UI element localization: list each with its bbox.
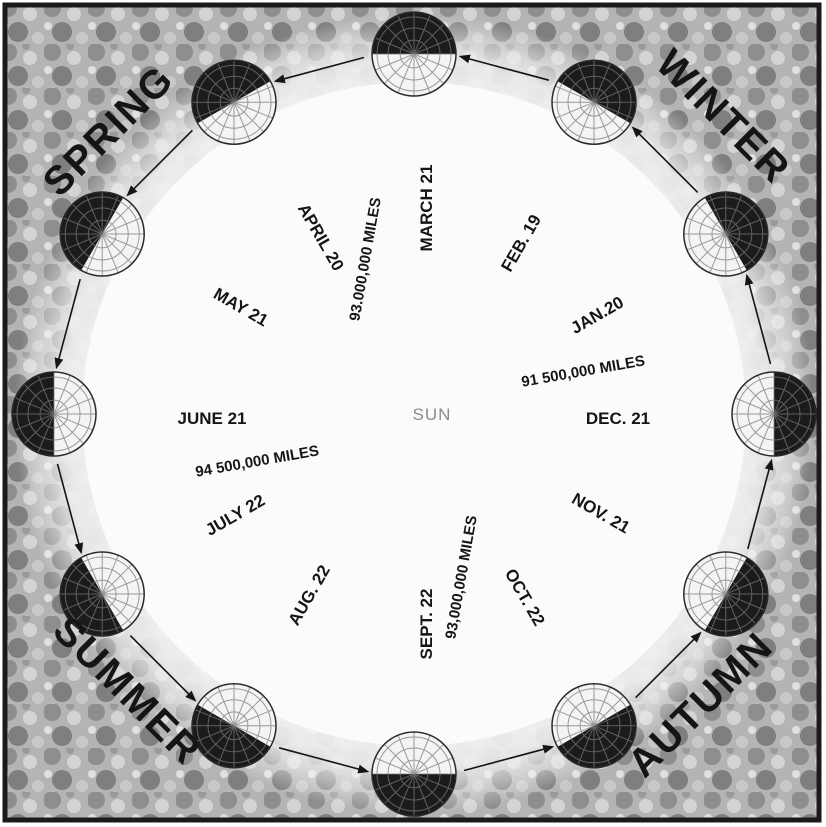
earth-may-21 <box>60 192 144 276</box>
sun-label: SUN <box>413 405 452 424</box>
date-label-sept-22: SEPT. 22 <box>417 589 436 660</box>
earth-april-20 <box>192 60 276 144</box>
earth-jan-20 <box>684 192 768 276</box>
date-label-dec-21: DEC. 21 <box>586 409 650 428</box>
earth-march-21 <box>372 12 456 96</box>
earth-sept-22 <box>372 732 456 816</box>
earth-aug-22 <box>192 684 276 768</box>
date-label-june-21: JUNE 21 <box>178 409 247 428</box>
date-label-march-21: MARCH 21 <box>417 165 436 252</box>
earth-june-21 <box>12 372 96 456</box>
earth-nov-21 <box>684 552 768 636</box>
earth-feb-19 <box>552 60 636 144</box>
earth-dec-21 <box>732 372 816 456</box>
